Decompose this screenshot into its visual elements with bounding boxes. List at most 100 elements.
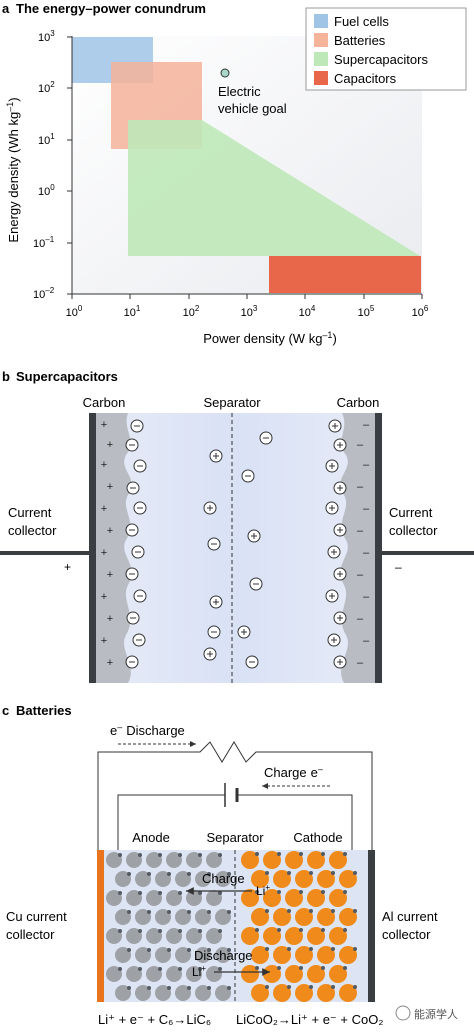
carbon-electrode-left	[95, 413, 132, 683]
battery-separator-label: Separator	[206, 830, 264, 845]
current-collector-left-line2: collector	[8, 523, 57, 538]
li-ion-dot	[218, 929, 222, 933]
y-tick-label: 10–2	[33, 286, 55, 301]
anion	[125, 438, 139, 452]
graphite-particle	[146, 852, 162, 868]
li-ion-dot	[198, 853, 202, 857]
cu-collector-plate	[97, 850, 104, 1002]
electrode-charge-negative: –	[357, 657, 364, 669]
li-ion-dot	[127, 948, 131, 952]
cation	[333, 523, 347, 537]
cu-collector-line1: Cu current	[6, 909, 67, 924]
y-tick-label: 10–1	[33, 235, 55, 250]
li-ion-dot	[343, 890, 347, 894]
li-ion-dot	[299, 852, 303, 856]
cation	[333, 567, 347, 581]
li-ion-dot	[255, 928, 259, 932]
graphite-particle	[135, 871, 151, 887]
external-circuit-outer	[97, 741, 373, 850]
li-ion-dot	[309, 947, 313, 951]
li-ion-dot	[287, 909, 291, 913]
cathode-particles	[241, 851, 357, 1002]
cathode-particle	[339, 946, 357, 964]
li-ion-dot	[321, 966, 325, 970]
carbon-right-label: Carbon	[337, 395, 380, 410]
graphite-particle	[186, 928, 202, 944]
li-ion-dot	[255, 966, 259, 970]
li-ion-dot	[277, 966, 281, 970]
cation	[327, 633, 341, 647]
li-ion-dot	[277, 852, 281, 856]
li-ion-dot	[287, 985, 291, 989]
li-ion-dot	[158, 929, 162, 933]
lead-right-polarity: –	[395, 560, 402, 574]
cathode-particle	[273, 984, 291, 1002]
current-collector-right-plate	[375, 413, 382, 683]
graphite-particle	[146, 966, 162, 982]
al-collector-plate	[368, 850, 375, 1002]
li-ion-dot	[187, 910, 191, 914]
cathode-particle	[317, 984, 335, 1002]
li-ion-dot	[265, 985, 269, 989]
anion	[132, 633, 146, 647]
y-tick-label: 101	[38, 132, 55, 147]
cathode-particle	[273, 870, 291, 888]
li-ion-dot	[343, 966, 347, 970]
x-ticks	[71, 294, 423, 299]
y-tick-label: 102	[38, 80, 55, 95]
li-ion-dot	[277, 890, 281, 894]
li-ion-dot	[118, 929, 122, 933]
cathode-particle	[241, 927, 259, 945]
li-ion-dot	[309, 985, 313, 989]
li-ion-dot	[158, 967, 162, 971]
capacitors-region	[269, 256, 421, 293]
cation	[333, 611, 347, 625]
anode-label: Anode	[132, 830, 170, 845]
anion	[249, 577, 263, 591]
cathode-label: Cathode	[293, 830, 342, 845]
ion-layer: ++++++++++++––––––––––––	[101, 419, 370, 669]
li-ion-dot	[207, 910, 211, 914]
cation	[328, 419, 342, 433]
panel-b-letter: b	[2, 369, 10, 384]
cathode-particle	[295, 984, 313, 1002]
cathode-particle	[329, 965, 347, 983]
ev-goal-marker	[220, 68, 230, 78]
cation	[237, 625, 251, 639]
li-ion-dot	[353, 909, 357, 913]
li-ion-dot	[207, 986, 211, 990]
electrode-charge-negative: –	[357, 481, 364, 493]
anion	[125, 523, 139, 537]
carbon-left-label: Carbon	[83, 395, 126, 410]
li-ion-dot	[158, 853, 162, 857]
cu-collector-line2: collector	[6, 927, 55, 942]
cation	[325, 589, 339, 603]
anion	[133, 459, 147, 473]
cathode-equation: LiCoO₂→Li⁺ + e⁻ + CoO₂	[236, 1012, 383, 1027]
li-ion-dot	[178, 929, 182, 933]
x-axis-label: Power density (W kg–1)	[203, 330, 337, 346]
panel-a: a The energy–power conundrum Electric ve…	[2, 1, 467, 346]
electrode-charge-negative: –	[363, 503, 370, 515]
li-ion-dot	[309, 871, 313, 875]
cathode-particle	[307, 927, 325, 945]
li-ion-dot	[138, 967, 142, 971]
panel-c-letter: c	[2, 703, 9, 718]
graphite-particle	[175, 947, 191, 963]
li-ion-dot	[255, 852, 259, 856]
y-tick-labels: 103 102 101 100 10–1 10–2	[33, 29, 55, 301]
cathode-particle	[251, 946, 269, 964]
cathode-particle	[329, 851, 347, 869]
electrode-charge-positive: +	[107, 481, 113, 493]
graphite-particle	[215, 909, 231, 925]
cation	[325, 459, 339, 473]
cation	[203, 647, 217, 661]
li-ion-dot	[158, 891, 162, 895]
current-collector-right-line1: Current	[389, 505, 433, 520]
anode-equation: Li⁺ + e⁻ + C₆→LiC₆	[98, 1012, 211, 1027]
cathode-particle	[317, 946, 335, 964]
li-ion-dot	[227, 910, 231, 914]
legend: Fuel cells Batteries Supercapacitors Cap…	[305, 7, 467, 91]
cation	[203, 501, 217, 515]
